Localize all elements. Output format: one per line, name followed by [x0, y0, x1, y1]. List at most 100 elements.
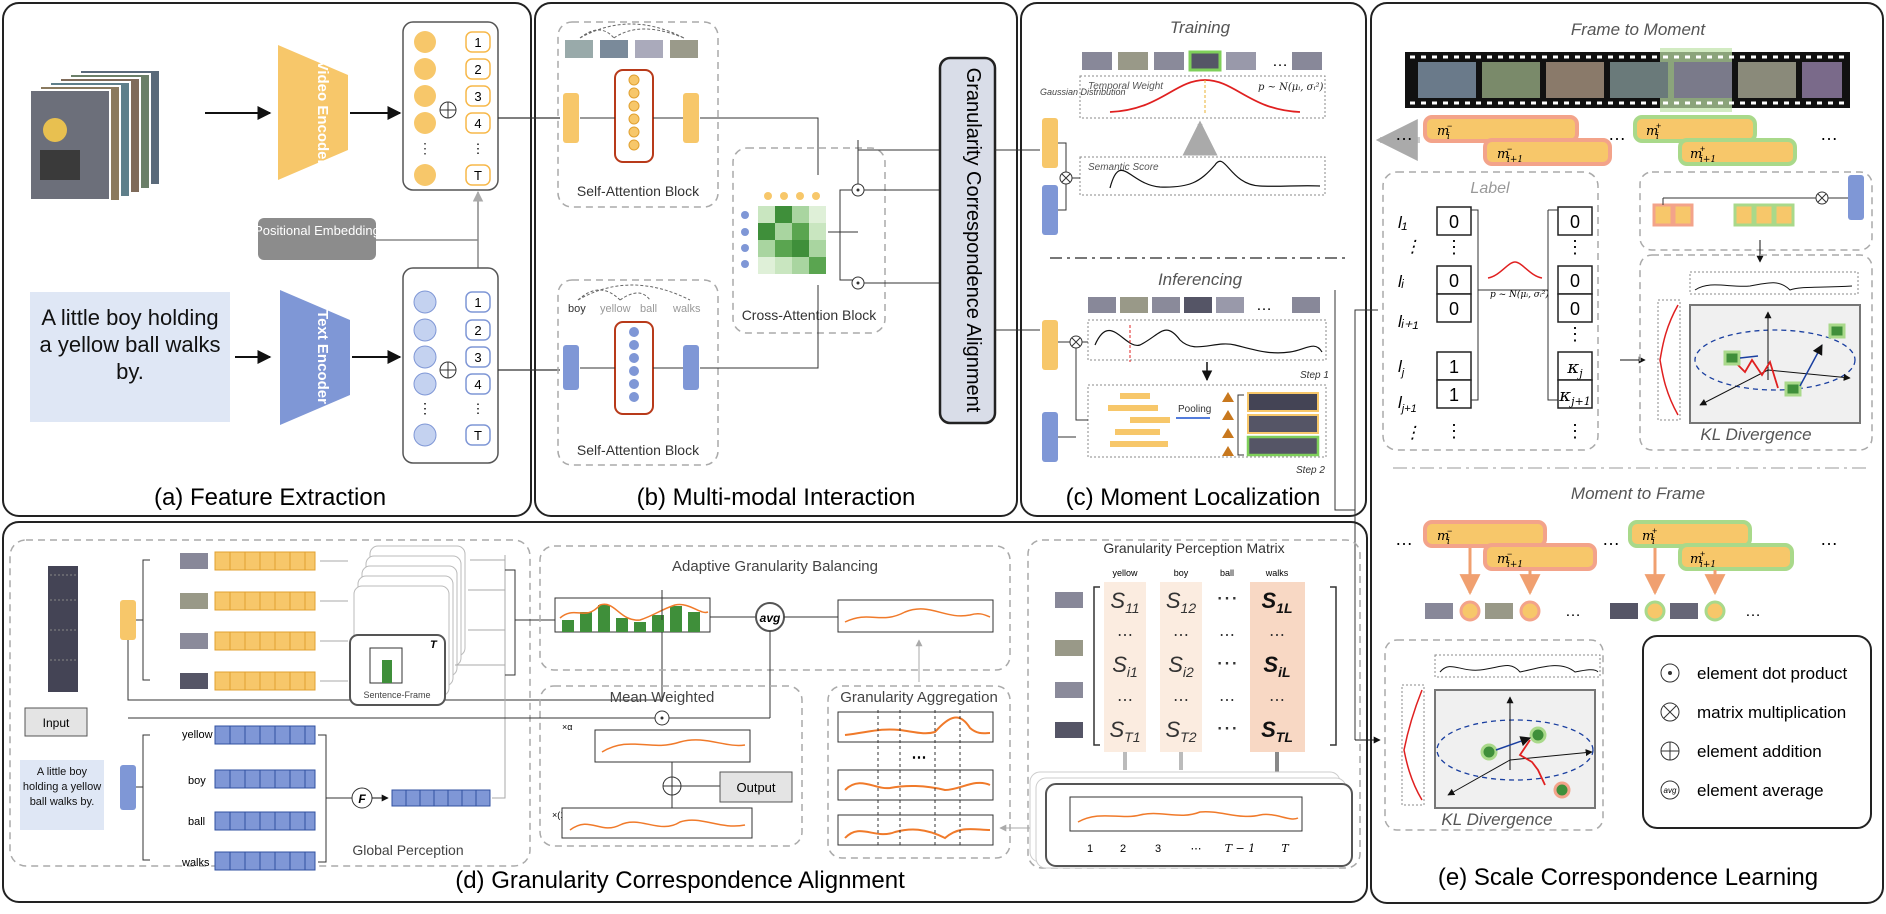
svg-text:4: 4	[474, 377, 481, 392]
inference-frames: …	[1088, 297, 1320, 314]
svg-text:+: +	[1700, 144, 1705, 154]
svg-text:F: F	[358, 792, 366, 806]
svg-text:⋮: ⋮	[472, 401, 485, 416]
gca-bar-label: Granularity Correspondence Alignment	[962, 68, 984, 413]
svg-text:i+1: i+1	[1700, 560, 1716, 570]
label-column-left: 0 ⋮ 0 0 1 1 ⋮	[1436, 206, 1472, 441]
aggregation-plots: ⋯	[837, 710, 994, 848]
svg-text:m: m	[1437, 124, 1449, 139]
svg-text:m: m	[1690, 147, 1702, 162]
svg-text:⋯: ⋯	[1117, 627, 1133, 644]
panel-c-title: (c) Moment Localization	[1066, 484, 1321, 511]
svg-text:⋯: ⋯	[1269, 692, 1285, 709]
svg-text:1: 1	[1087, 843, 1093, 855]
svg-text:i+1: i+1	[1507, 155, 1523, 165]
svg-text:…: …	[1256, 297, 1272, 314]
svg-text:yellow: yellow	[1112, 568, 1138, 578]
frame-feature-vectors	[214, 551, 316, 691]
svg-text:ball: ball	[188, 816, 205, 828]
svg-text:avg: avg	[1664, 786, 1677, 795]
global-perception-label: Global Perception	[352, 842, 463, 858]
svg-text:lj+1: lj+1	[1398, 393, 1417, 415]
svg-text:yellow: yellow	[600, 303, 631, 315]
text-encoder	[280, 290, 350, 425]
text-tokens	[413, 290, 437, 447]
svg-text:⋮: ⋮	[418, 140, 432, 156]
svg-text:⋮: ⋮	[1445, 237, 1463, 257]
panel-granularity-alignment: Input A little boy holding a yellow ball…	[2, 521, 1368, 903]
svg-text:⋯: ⋯	[1216, 650, 1238, 675]
svg-text:⋯: ⋯	[1269, 627, 1285, 644]
sentence-frame-stack: T Sentence-Frame	[349, 545, 466, 706]
svg-text:⋯: ⋯	[1219, 627, 1235, 644]
svg-text:m: m	[1642, 529, 1654, 544]
video-encoder	[278, 45, 348, 180]
panel-d-title: (d) Granularity Correspondence Alignment	[455, 867, 905, 894]
svg-text:⋮: ⋮	[1445, 421, 1463, 441]
svg-text:m: m	[1497, 552, 1509, 567]
self-attn-top-nodes	[628, 74, 640, 151]
pooling-label: Pooling	[1178, 404, 1211, 415]
moment-bars-top: m−i m−i+1 m+i m+i+1 ………	[1395, 115, 1838, 166]
svg-text:−: −	[1447, 526, 1452, 536]
svg-text:⋯: ⋯	[1173, 692, 1189, 709]
svg-text:walks: walks	[181, 857, 210, 869]
kl-divergence-bottom: KL Divergence	[1441, 810, 1552, 829]
svg-text:…: …	[1395, 529, 1413, 549]
step2-clips	[1246, 392, 1320, 457]
svg-text:matrix multiplication: matrix multiplication	[1697, 703, 1846, 722]
svg-text:T − 1: T − 1	[1225, 842, 1256, 855]
svg-text:element addition: element addition	[1697, 742, 1822, 761]
svg-text:0: 0	[1570, 212, 1580, 232]
video-positions: 1 2 3 4 ⋮ T	[465, 31, 491, 186]
svg-text:1: 1	[1449, 385, 1459, 405]
svg-text:⋯: ⋯	[1216, 715, 1238, 740]
svg-text:i: i	[1656, 132, 1659, 142]
svg-text:κj: κj	[1566, 357, 1583, 380]
step1-label: Step 1	[1300, 370, 1329, 381]
self-attn-top-label: Self-Attention Block	[577, 183, 700, 199]
self-attn-bottom-label: Self-Attention Block	[577, 442, 700, 458]
gpm-columns: yellow boy ball walks	[1104, 568, 1305, 752]
legend-box	[1642, 635, 1872, 829]
svg-text:+: +	[1700, 549, 1705, 559]
gaussian-formula: p ~ N(μᵢ, σᵢ²)	[1258, 82, 1324, 93]
self-attn-bottom-nodes	[629, 327, 639, 402]
svg-text:⋯: ⋯	[1173, 627, 1189, 644]
svg-text:…: …	[1602, 529, 1620, 549]
svg-text:−: −	[1507, 144, 1512, 154]
label-vectors: l₁ ⋮ lᵢ lᵢ₊₁ lj lj+1 ⋮	[1398, 213, 1421, 442]
svg-text:element average: element average	[1697, 781, 1824, 800]
kl-plot-bottom	[1436, 696, 1594, 799]
svg-text:yellow: yellow	[182, 729, 213, 741]
video-tokens	[414, 31, 436, 186]
panel-scale-correspondence: Frame to Moment m−i m−i+1 m+i m+i+1 ……… …	[1370, 2, 1884, 904]
svg-text:ball: ball	[1220, 568, 1234, 578]
output-box	[719, 771, 793, 803]
svg-text:…: …	[1608, 124, 1626, 144]
svg-text:1: 1	[474, 295, 481, 310]
positional-embedding-label: Positional Embedding	[254, 223, 380, 238]
svg-text:boy: boy	[1174, 568, 1189, 578]
svg-text:3: 3	[474, 89, 481, 104]
svg-text:T: T	[1281, 842, 1290, 855]
output-label: Output	[736, 780, 775, 795]
svg-text:T: T	[430, 639, 438, 651]
svg-text:⋮: ⋮	[1566, 324, 1584, 344]
alpha-label: ×α	[562, 722, 572, 732]
svg-text:+: +	[1656, 121, 1661, 131]
panel-b-title: (b) Multi-modal Interaction	[637, 484, 916, 511]
panel-e-title: (e) Scale Correspondence Learning	[1438, 864, 1818, 891]
label-heading: Label	[1470, 180, 1510, 197]
svg-text:⋮: ⋮	[1566, 421, 1584, 441]
semantic-score-label: Semantic Score	[1088, 162, 1159, 173]
svg-text:…: …	[1745, 603, 1761, 620]
svg-text:ball: ball	[640, 303, 657, 315]
panel-feature-extraction: Video Encoder ⋮ 1 2 3 4 ⋮ T Positional E…	[2, 2, 532, 517]
frame-to-moment-label: Frame to Moment	[1571, 20, 1706, 39]
semantic-score-curve	[1109, 160, 1321, 189]
svg-text:1: 1	[1449, 357, 1459, 377]
gpm-frames	[1055, 592, 1083, 738]
positional-embedding-box	[258, 218, 376, 260]
